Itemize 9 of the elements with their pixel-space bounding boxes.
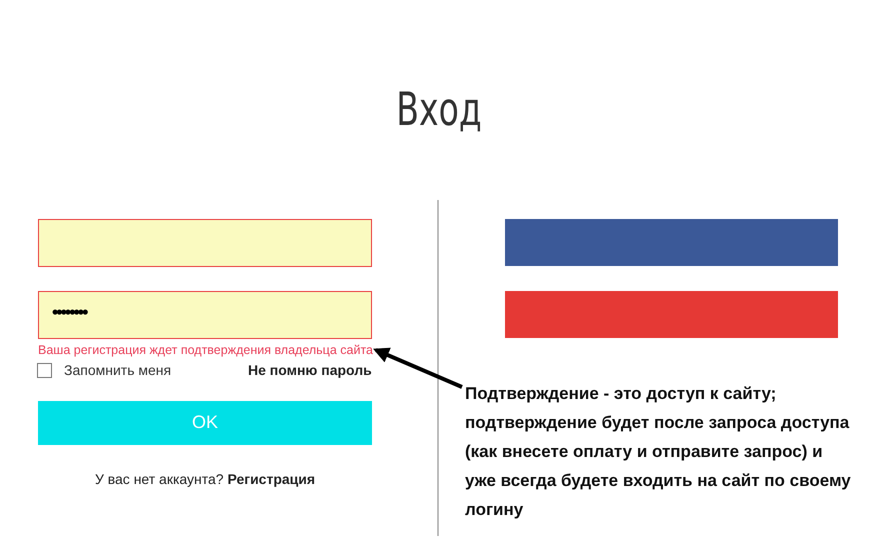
button-label: OK: [190, 412, 219, 433]
error-message: Ваша регистрация ждет подтверждения владельца сайта: [38, 343, 373, 357]
page-title: Вход: [395, 82, 483, 136]
checkbox-label: Запомнить меня: [64, 362, 172, 378]
forgot-password-link: Не помню пароль: [248, 362, 372, 378]
password-dots: ••••••••: [52, 302, 86, 323]
signup-text: У вас нет аккаунта? Регистрация: [94, 471, 316, 487]
annotation-note: Подтверждение - это доступ к сайту; подтверждение будет после запроса доступа (как внесете оплату и отправите запрос) и уже всегда будете входить на сайт по своему логину: [465, 379, 855, 524]
arrow: [373, 348, 463, 389]
